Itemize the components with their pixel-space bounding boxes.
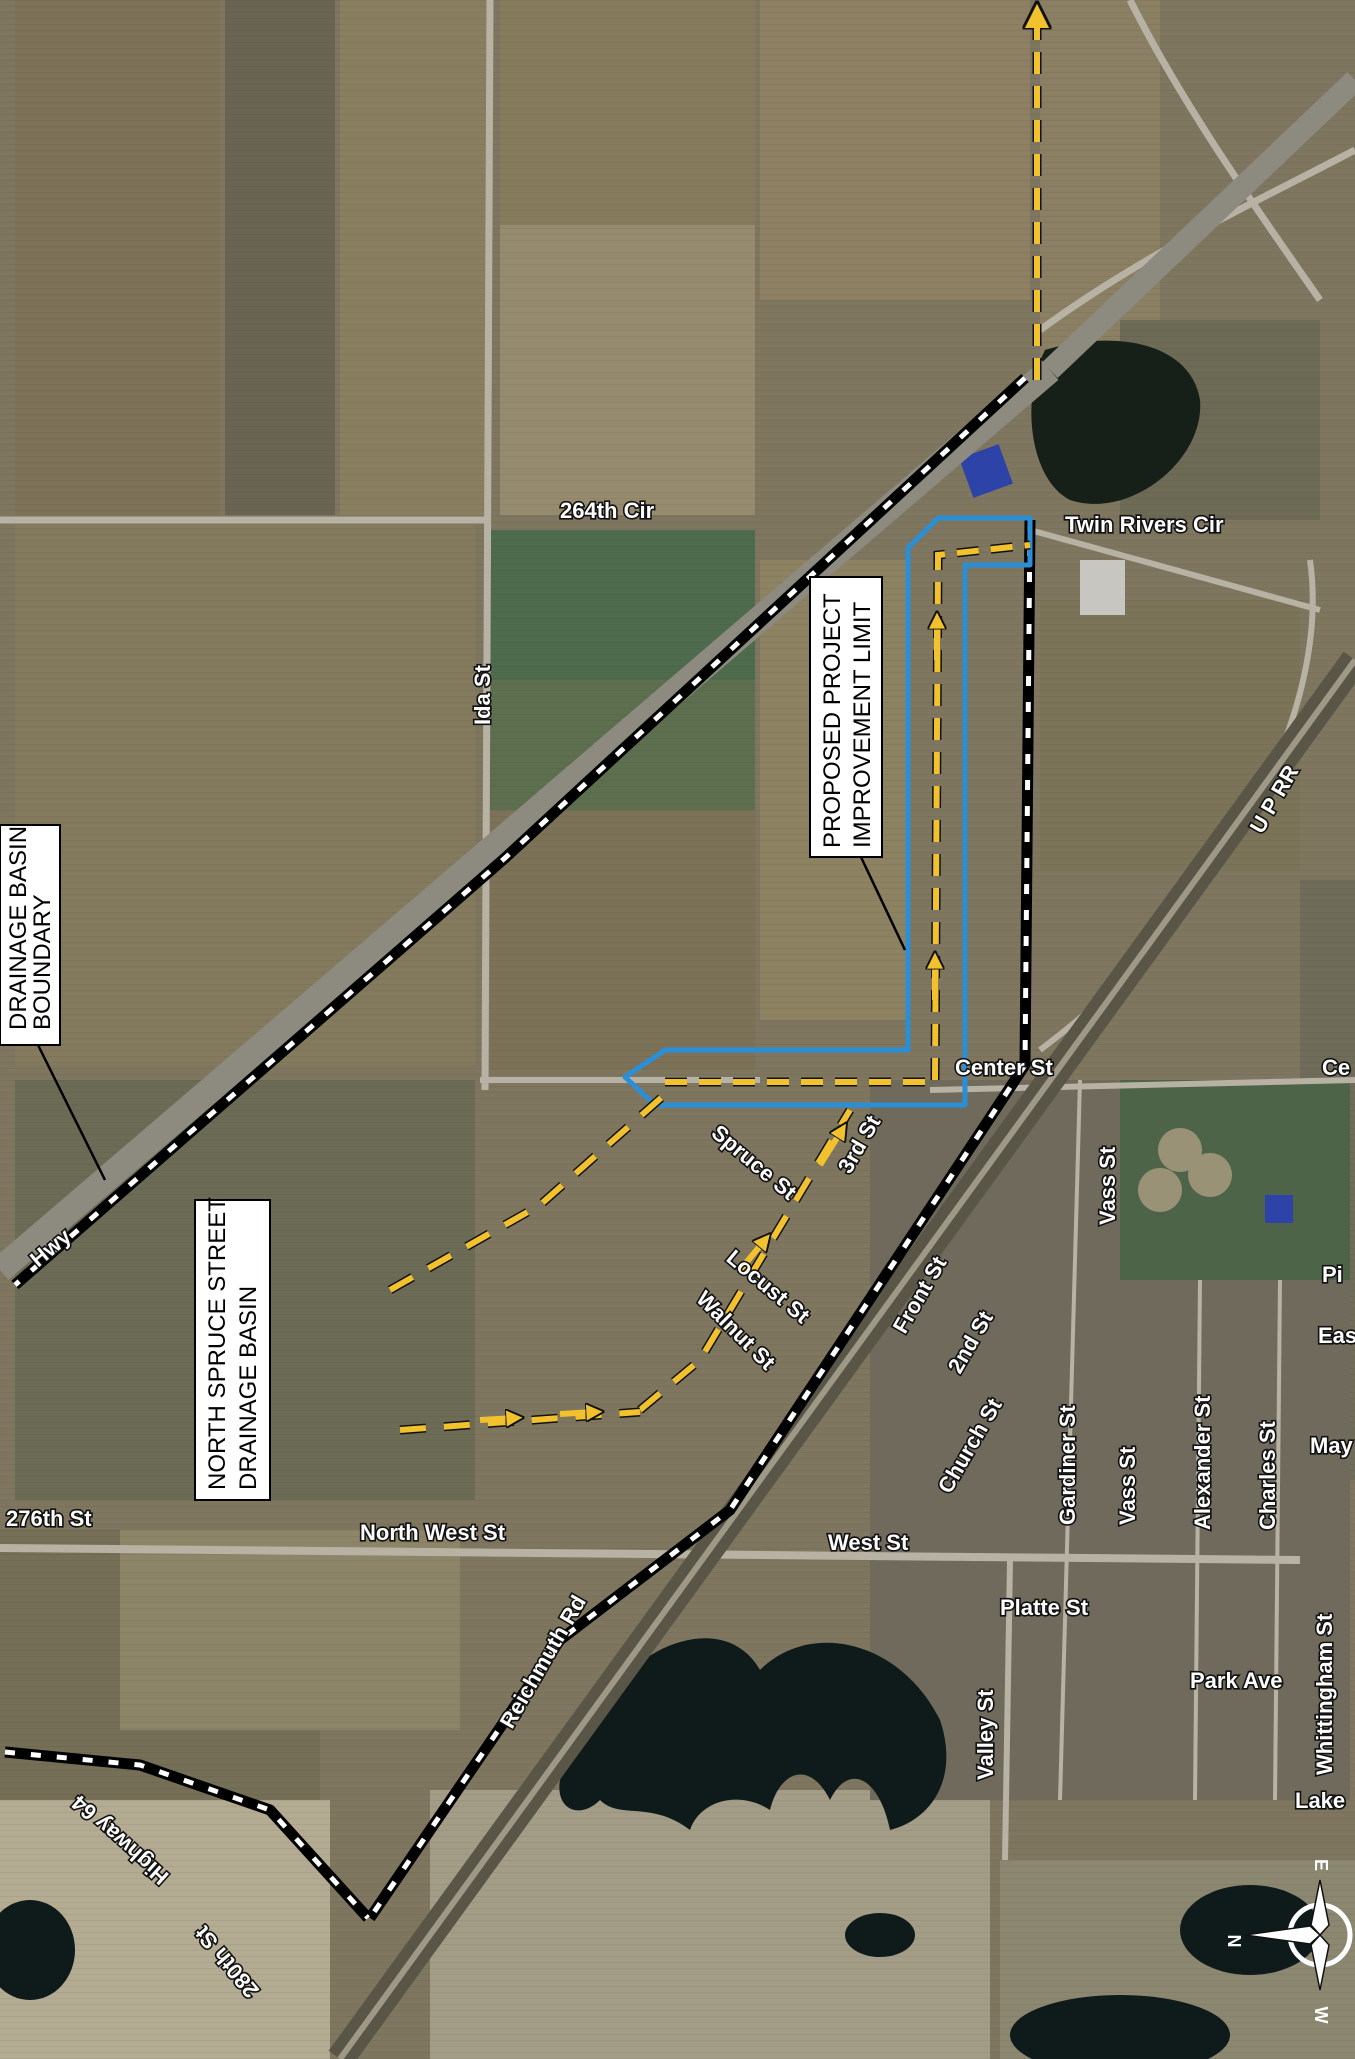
label-park-ave: Park Ave	[1190, 1668, 1283, 1693]
label-ida-st: Ida St	[470, 664, 495, 725]
label-alexander-st: Alexander St	[1190, 1395, 1215, 1530]
callout-project-limit: PROPOSED PROJECT IMPROVEMENT LIMIT	[809, 576, 883, 858]
compass-north-label: N	[1224, 1935, 1244, 1948]
label-pine-st: Pi	[1322, 1262, 1343, 1287]
callout-project-line2: IMPROVEMENT LIMIT	[849, 601, 876, 848]
callout-north-spruce-basin: NORTH SPRUCE STREET DRAINAGE BASIN	[194, 1197, 271, 1501]
label-276th-st: 276th St	[6, 1506, 92, 1531]
callout-boundary-line2: BOUNDARY	[29, 894, 56, 1030]
label-east-st: Eas	[1318, 1323, 1355, 1348]
drainage-basin-boundary	[4, 373, 1036, 1922]
label-gardiner-st: Gardiner St	[1055, 1405, 1080, 1525]
label-center-st: Center St	[955, 1055, 1053, 1080]
flow-arrows	[387, 15, 1037, 1435]
label-center-st-east: Ce	[1322, 1055, 1350, 1080]
callout-leaders	[36, 854, 907, 1181]
project-improvement-limit	[622, 515, 1033, 1108]
compass-east-label: E	[1311, 1859, 1331, 1871]
label-vass-st-south: Vass St	[1115, 1446, 1140, 1525]
label-whittingham-st: Whittingham St	[1312, 1613, 1337, 1775]
label-platte-st: Platte St	[1000, 1595, 1089, 1620]
label-vass-st-north: Vass St	[1095, 1146, 1120, 1225]
callout-basin-line2: DRAINAGE BASIN	[235, 1286, 262, 1490]
callout-basin-line1: NORTH SPRUCE STREET	[204, 1197, 231, 1490]
label-north-west-st: North West St	[360, 1520, 506, 1545]
compass-rose-icon: N E W	[1224, 1859, 1353, 2024]
label-may-st: May	[1310, 1433, 1354, 1458]
label-twin-rivers-cir: Twin Rivers Cir	[1065, 512, 1224, 537]
label-charles-st: Charles St	[1255, 1421, 1280, 1530]
label-valley-st: Valley St	[973, 1689, 998, 1780]
water-bodies	[0, 340, 1320, 2059]
label-lake-st: Lake	[1295, 1788, 1345, 1813]
callout-project-line1: PROPOSED PROJECT	[819, 593, 846, 848]
label-264th-cir: 264th Cir	[560, 498, 655, 523]
callout-drainage-basin-boundary: DRAINAGE BASIN BOUNDARY	[0, 824, 61, 1046]
callout-boundary-line1: DRAINAGE BASIN	[5, 826, 32, 1030]
label-west-st: West St	[828, 1530, 909, 1555]
compass-west-label: W	[1311, 2007, 1331, 2024]
